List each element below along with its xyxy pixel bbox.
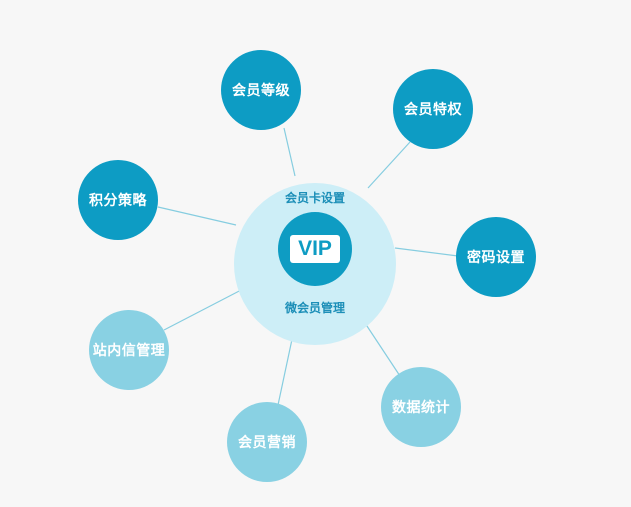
node-label: 积分策略	[89, 193, 147, 209]
node-label: 会员特权	[404, 102, 462, 118]
node-label: 密码设置	[467, 250, 525, 266]
node-data-statistics[interactable]: 数据统计	[381, 367, 461, 447]
node-label: 站内信管理	[92, 343, 166, 359]
hub-core-circle: VIP	[278, 212, 352, 286]
link-points-strategy	[157, 206, 237, 226]
node-password-setting[interactable]: 密码设置	[456, 217, 536, 297]
hub-bottom-label: 微会员管理	[284, 301, 345, 315]
link-password-setting	[394, 247, 459, 257]
link-member-privilege	[367, 141, 411, 189]
node-member-privilege[interactable]: 会员特权	[393, 69, 473, 149]
vip-badge-text: VIP	[298, 237, 332, 260]
hub-top-label: 会员卡设置	[284, 191, 345, 205]
node-inbox-management[interactable]: 站内信管理	[89, 310, 169, 390]
node-label: 会员营销	[238, 435, 296, 451]
vip-card-icon: VIP	[290, 235, 340, 263]
node-label: 会员等级	[232, 83, 290, 99]
link-inbox-management	[163, 287, 246, 331]
link-member-level	[283, 127, 296, 177]
node-member-level[interactable]: 会员等级	[221, 50, 301, 130]
node-points-strategy[interactable]: 积分策略	[78, 160, 158, 240]
hub-micro-member-management[interactable]: 会员卡设置 VIP 微会员管理	[234, 183, 396, 345]
link-data-statistics	[360, 316, 401, 377]
node-member-marketing[interactable]: 会员营销	[227, 402, 307, 482]
node-label: 数据统计	[392, 400, 450, 416]
link-member-marketing	[277, 329, 295, 406]
